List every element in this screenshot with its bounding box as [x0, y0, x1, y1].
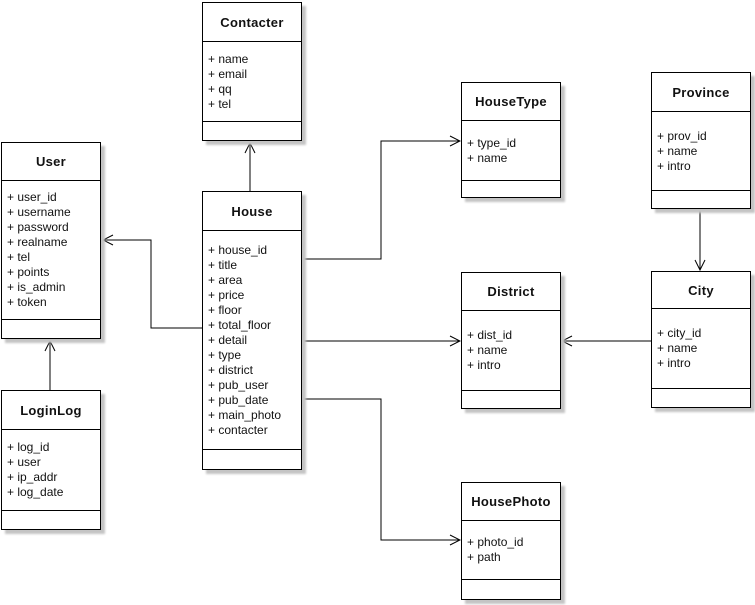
- class-operations-loginlog: [2, 511, 100, 529]
- class-operations-house: [203, 450, 301, 469]
- class-operations-housetype: [462, 181, 560, 197]
- class-attributes-housephoto: + photo_id+ path: [462, 521, 560, 580]
- class-box-user[interactable]: User + user_id+ username+ password+ real…: [1, 142, 101, 339]
- class-attribute: + type: [208, 347, 242, 362]
- class-attribute: + area: [208, 272, 243, 287]
- class-attribute: + user_id: [7, 190, 57, 204]
- class-title-contacter: Contacter: [203, 3, 301, 42]
- class-attribute: + name: [657, 143, 698, 158]
- class-attribute: + tel: [208, 96, 232, 111]
- class-attributes-contacter: + name+ email+ qq+ tel: [203, 42, 301, 122]
- class-box-loginlog[interactable]: LoginLog + log_id+ user+ ip_addr+ log_da…: [1, 390, 101, 530]
- class-attributes-housetype: + type_id+ name: [462, 121, 560, 181]
- class-attributes-province: + prov_id+ name+ intro: [652, 112, 750, 191]
- class-box-housephoto[interactable]: HousePhoto + photo_id+ path: [461, 482, 561, 600]
- class-operations-province: [652, 191, 750, 208]
- class-attribute: + path: [467, 550, 501, 564]
- class-title-house: House: [203, 192, 301, 231]
- class-attribute: + photo_id: [467, 535, 524, 549]
- class-attribute: + main_photo: [208, 407, 282, 422]
- class-attribute: + is_admin: [7, 280, 66, 294]
- class-attribute: + username: [7, 205, 71, 219]
- edge-house-to-housephoto[interactable]: [302, 398, 460, 540]
- class-attributes-user: + user_id+ username+ password+ realname+…: [2, 181, 100, 320]
- class-attribute: + prov_id: [657, 128, 707, 143]
- class-title-housephoto: HousePhoto: [462, 483, 560, 521]
- class-attribute: + name: [657, 341, 698, 355]
- class-box-district[interactable]: District + dist_id+ name+ intro: [461, 272, 561, 409]
- class-attribute: + log_id: [7, 440, 50, 454]
- class-operations-housephoto: [462, 580, 560, 599]
- class-attribute: + tel: [7, 250, 31, 264]
- class-attributes-district: + dist_id+ name+ intro: [462, 311, 560, 391]
- class-attribute: + floor: [208, 302, 242, 317]
- class-operations-user: [2, 320, 100, 338]
- class-attribute: + password: [7, 220, 69, 234]
- class-attribute: + type_id: [467, 135, 517, 150]
- class-attribute: + title: [208, 257, 238, 272]
- class-attribute: + name: [208, 51, 249, 66]
- class-title-district: District: [462, 273, 560, 311]
- class-attribute: + realname: [7, 235, 68, 249]
- class-box-house[interactable]: House + house_id+ title+ area+ price+ fl…: [202, 191, 302, 470]
- class-attribute: + name: [467, 150, 508, 165]
- class-attribute: + house_id: [208, 242, 268, 257]
- class-attribute: + intro: [657, 356, 691, 370]
- class-box-housetype[interactable]: HouseType + type_id+ name: [461, 82, 561, 198]
- class-attribute: + intro: [657, 158, 691, 173]
- class-title-city: City: [652, 272, 750, 309]
- class-attribute: + pub_user: [208, 377, 269, 392]
- class-attribute: + log_date: [7, 485, 64, 499]
- class-title-housetype: HouseType: [462, 83, 560, 121]
- class-attribute: + district: [208, 362, 254, 377]
- class-attributes-city: + city_id+ name+ intro: [652, 309, 750, 389]
- class-box-province[interactable]: Province + prov_id+ name+ intro: [651, 72, 751, 209]
- edge-house-to-user[interactable]: [103, 240, 202, 329]
- class-attribute: + ip_addr: [7, 470, 58, 484]
- class-attributes-house: + house_id+ title+ area+ price+ floor+ t…: [203, 231, 301, 450]
- class-attribute: + contacter: [208, 422, 268, 437]
- class-attribute: + price: [208, 287, 245, 302]
- class-operations-district: [462, 391, 560, 408]
- class-title-loginlog: LoginLog: [2, 391, 100, 430]
- class-operations-contacter: [203, 122, 301, 140]
- class-attribute: + token: [7, 295, 47, 309]
- class-attribute: + name: [467, 343, 508, 357]
- class-attribute: + qq: [208, 81, 232, 96]
- edge-house-to-housetype[interactable]: [302, 141, 460, 260]
- class-attribute: + email: [208, 66, 248, 81]
- class-operations-city: [652, 389, 750, 407]
- class-attribute: + detail: [208, 332, 248, 347]
- class-attribute: + city_id: [657, 326, 702, 340]
- class-attribute: + intro: [467, 358, 501, 372]
- class-box-contacter[interactable]: Contacter + name+ email+ qq+ tel: [202, 2, 302, 141]
- class-title-province: Province: [652, 73, 750, 112]
- class-attributes-loginlog: + log_id+ user+ ip_addr+ log_date: [2, 430, 100, 511]
- class-attribute: + points: [7, 265, 50, 279]
- class-box-city[interactable]: City + city_id+ name+ intro: [651, 271, 751, 408]
- class-title-user: User: [2, 143, 100, 181]
- class-attribute: + user: [7, 455, 41, 469]
- class-attribute: + dist_id: [467, 328, 513, 342]
- class-attribute: + pub_date: [208, 392, 269, 407]
- class-attribute: + total_floor: [208, 317, 272, 332]
